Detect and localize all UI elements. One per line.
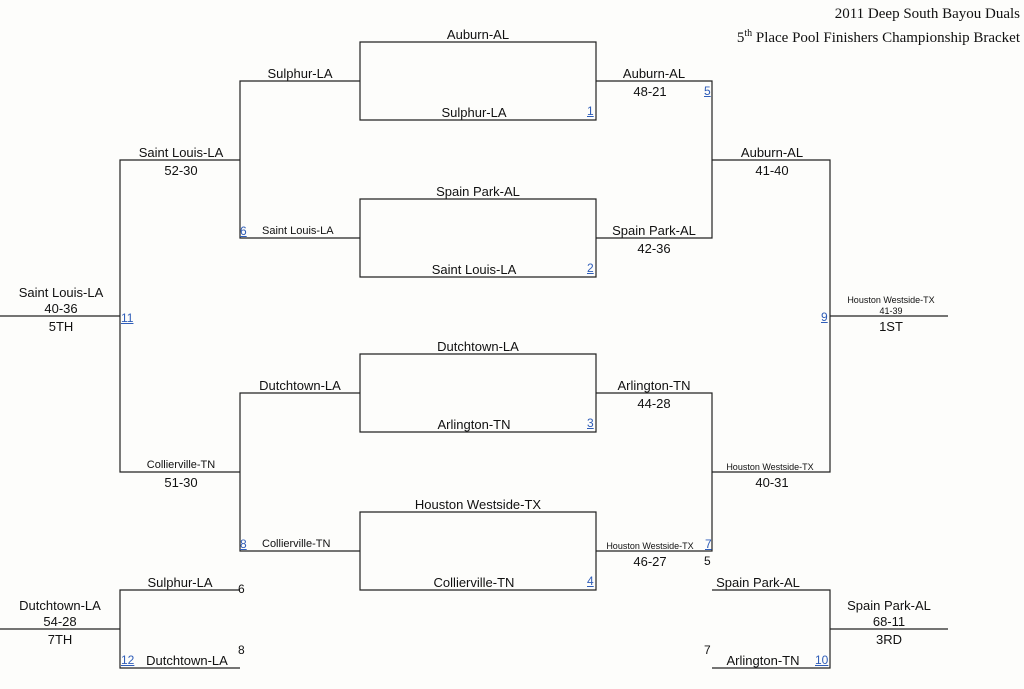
rs-top-score: 41-40 — [755, 163, 789, 178]
rq-a-match-number[interactable]: 5 — [704, 84, 711, 98]
rq-a-bottom-winner: Spain Park-AL — [612, 223, 696, 238]
fifth-place-label: 5TH — [48, 319, 74, 334]
rq-b-top-winner: Arlington-TN — [617, 378, 691, 393]
r1-m1-match-number[interactable]: 1 — [587, 104, 594, 118]
seventh-top-team: Sulphur-LA — [147, 575, 213, 590]
r1-m3-top-team: Dutchtown-LA — [437, 339, 519, 354]
rq-a-top-score: 48-21 — [633, 84, 667, 99]
third-place-label: 3RD — [875, 632, 903, 647]
seventh-place-label: 7TH — [47, 632, 73, 647]
ls-bottom-winner: Collierville-TN — [146, 459, 216, 471]
rq-b-bottom-score: 46-27 — [633, 554, 667, 569]
third-top-team: Spain Park-AL — [716, 575, 800, 590]
r1-m2-match-number[interactable]: 2 — [587, 261, 594, 275]
third-bottom-seed: 7 — [704, 643, 711, 657]
ls-top-winner: Saint Louis-LA — [138, 145, 224, 160]
lq-b-bottom-team: Collierville-TN — [262, 538, 331, 550]
rq-b-top-score: 44-28 — [637, 396, 671, 411]
subtitle-rest: Place Pool Finishers Championship Bracke… — [752, 30, 1020, 46]
seventh-bottom-team: Dutchtown-LA — [146, 653, 228, 668]
r1-m4-bottom-team: Collierville-TN — [433, 575, 515, 590]
r1-m4-top-team: Houston Westside-TX — [414, 497, 542, 512]
fifth-place-score: 40-36 — [44, 301, 78, 316]
seventh-match-number[interactable]: 12 — [121, 653, 135, 667]
fifth-place-team: Saint Louis-LA — [18, 285, 104, 300]
seventh-place-team: Dutchtown-LA — [19, 598, 101, 613]
rs-match-number[interactable]: 9 — [821, 310, 828, 324]
rs-bottom-winner: Houston Westside-TX — [726, 462, 814, 472]
first-place-team: Houston Westside-TX — [847, 295, 935, 305]
subtitle-prefix: 5 — [736, 30, 745, 46]
ls-match-number[interactable]: 11 — [121, 311, 134, 325]
r1-m1-bottom-team: Sulphur-LA — [441, 105, 507, 120]
first-place-label: 1ST — [879, 319, 903, 334]
rs-top-winner: Auburn-AL — [740, 145, 804, 160]
r1-m1-top-team: Auburn-AL — [446, 27, 510, 42]
r1-m2-top-team: Spain Park-AL — [436, 184, 520, 199]
third-place-team: Spain Park-AL — [847, 598, 931, 613]
rs-bottom-score: 40-31 — [755, 475, 789, 490]
r1-m3-bottom-team: Arlington-TN — [437, 417, 511, 432]
lq-a-top-team: Sulphur-LA — [267, 66, 333, 81]
r1-m2-bottom-team: Saint Louis-LA — [431, 262, 517, 277]
lq-b-match-number[interactable]: 8 — [240, 537, 247, 551]
subtitle-superscript: th — [744, 28, 753, 39]
rq-b-match-number[interactable]: 7 — [705, 537, 712, 551]
seventh-place-score: 54-28 — [43, 614, 77, 629]
lq-a-match-number[interactable]: 6 — [240, 224, 247, 238]
rq-a-bottom-score: 42-36 — [637, 241, 671, 256]
r1-m4-match-number[interactable]: 4 — [587, 574, 594, 588]
third-match-number[interactable]: 10 — [815, 653, 829, 667]
ls-top-score: 52-30 — [164, 163, 198, 178]
rq-b-bottom-winner: Houston Westside-TX — [606, 541, 694, 551]
seventh-top-seed: 6 — [238, 582, 245, 596]
rq-b-next-slot: 5 — [704, 554, 711, 568]
lq-a-bottom-team: Saint Louis-LA — [262, 225, 334, 237]
third-bottom-team: Arlington-TN — [726, 653, 800, 668]
page-subtitle: 5th Place Pool Finishers Championship Br… — [737, 28, 1020, 47]
rq-a-top-winner: Auburn-AL — [622, 66, 686, 81]
first-place-score: 41-39 — [879, 306, 903, 316]
r1-m3-match-number[interactable]: 3 — [587, 416, 594, 430]
lq-b-top-team: Dutchtown-LA — [259, 378, 341, 393]
page-title: 2011 Deep South Bayou Duals — [834, 6, 1020, 22]
seventh-bottom-seed: 8 — [238, 643, 245, 657]
third-place-score: 68-11 — [872, 614, 906, 629]
ls-bottom-score: 51-30 — [164, 475, 198, 490]
